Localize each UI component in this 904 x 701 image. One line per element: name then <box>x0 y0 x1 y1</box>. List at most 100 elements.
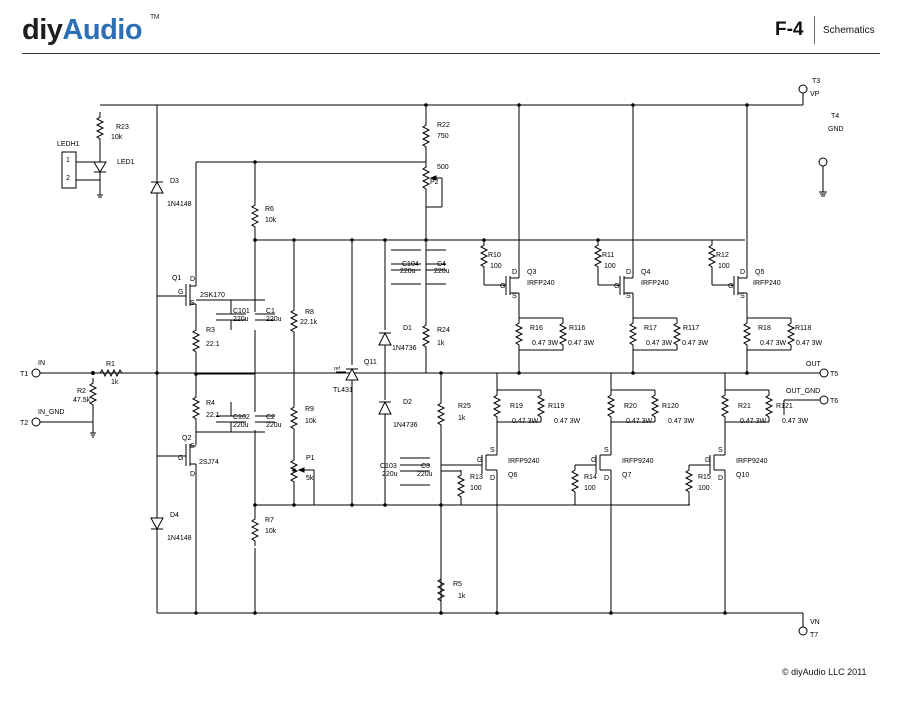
label-q7-drain: D <box>604 475 609 482</box>
label-r16: R16 <box>530 325 543 332</box>
label-out: OUT <box>806 361 822 368</box>
label-q4: Q4 <box>641 269 650 276</box>
label-r8: R8 <box>305 309 314 316</box>
label-q1-value: 2SK170 <box>200 292 225 299</box>
label-r19-value: 0.47 3W <box>512 418 538 425</box>
label-r16-value: 0.47 3W <box>532 340 558 347</box>
label-c4-value: 220u <box>434 268 450 275</box>
logo-diy: diy <box>22 14 63 46</box>
label-t3: T3 <box>812 78 820 85</box>
label-q2-value: 2SJ74 <box>199 459 219 466</box>
label-r4: R4 <box>206 400 215 407</box>
label-q3-drain: D <box>512 269 517 276</box>
label-vn: VN <box>810 619 820 626</box>
led-indicator <box>61 111 107 198</box>
bias-diodes <box>150 180 164 531</box>
label-r13-value: 100 <box>470 485 482 492</box>
label-r24-value: 1k <box>437 340 445 347</box>
copyright: © diyAudio LLC 2011 <box>782 667 867 677</box>
label-d2: D2 <box>403 399 412 406</box>
label-r3: R3 <box>206 327 215 334</box>
nfet-output-stage <box>480 239 795 373</box>
label-r10-value: 100 <box>490 263 502 270</box>
label-q2: Q2 <box>182 435 191 442</box>
label-q10-gate: G <box>705 457 710 464</box>
label-out-gnd: OUT_GND <box>786 388 820 395</box>
label-r120-value: 0.47 3W <box>668 418 694 425</box>
component-labels: T1 IN T2 IN_GND R1 1k R2 47.5k LEDH1 1 2… <box>20 78 844 639</box>
label-q3-source: S <box>512 293 517 300</box>
label-d3: D3 <box>170 178 179 185</box>
label-r120: R120 <box>662 403 679 410</box>
label-c1: C1 <box>266 308 275 315</box>
label-r117-value: 0.47 3W <box>682 340 708 347</box>
label-t7: T7 <box>810 632 818 639</box>
label-q5-gate: G <box>728 283 733 290</box>
label-q3-gate: G <box>500 283 505 290</box>
label-r5-value: 1k <box>458 593 466 600</box>
label-r5: R5 <box>453 581 462 588</box>
label-c4: C4 <box>437 261 446 268</box>
junction-dots <box>155 103 749 615</box>
label-q6-drain: D <box>490 475 495 482</box>
label-q1-gate: G <box>178 289 183 296</box>
label-r3-value: 22.1 <box>206 341 220 348</box>
label-r21-value: 0.47 3W <box>740 418 766 425</box>
label-r21: R21 <box>738 403 751 410</box>
label-r121: R121 <box>776 403 793 410</box>
label-r9: R9 <box>305 406 314 413</box>
label-q1: Q1 <box>172 275 181 282</box>
label-c2: C2 <box>266 414 275 421</box>
label-q10: Q10 <box>736 472 749 479</box>
label-q6: Q6 <box>508 472 517 479</box>
label-t2: T2 <box>20 420 28 427</box>
label-p1-value: 5k <box>306 475 314 482</box>
label-r18-value: 0.47 3W <box>760 340 786 347</box>
label-q7-gate: G <box>591 457 596 464</box>
label-vp: VP <box>810 91 820 98</box>
label-r11-value: 100 <box>604 263 616 270</box>
label-q10-source: S <box>718 447 723 454</box>
input-jfets <box>157 278 255 613</box>
label-d1-value: 1N4736 <box>392 345 417 352</box>
label-r8-value: 22.1k <box>300 319 318 326</box>
label-r23-value: 10k <box>111 134 123 141</box>
label-t6: T6 <box>830 398 838 405</box>
label-r1-value: 1k <box>111 379 119 386</box>
label-q2-gate: G <box>178 455 183 462</box>
label-r2-value: 47.5k <box>73 397 91 404</box>
label-r14: R14 <box>584 474 597 481</box>
label-r121-value: 0.47 3W <box>782 418 808 425</box>
label-q3-value: IRFP240 <box>527 280 555 287</box>
label-r119: R119 <box>548 403 564 410</box>
label-c101-value: 220u <box>233 316 249 323</box>
label-c103-value: 220u <box>382 471 398 478</box>
label-r17: R17 <box>644 325 657 332</box>
label-c2-value: 220u <box>266 422 282 429</box>
label-r1: R1 <box>106 361 115 368</box>
logo-trademark: TM <box>150 14 160 21</box>
label-r9-value: 10k <box>305 418 317 425</box>
label-r14-value: 100 <box>584 485 596 492</box>
label-q5-source: S <box>740 293 745 300</box>
label-led-pin2: 2 <box>66 175 70 182</box>
input-section <box>31 368 128 427</box>
label-q4-drain: D <box>626 269 631 276</box>
label-r118-value: 0.47 3W <box>796 340 822 347</box>
label-q6-value: IRFP9240 <box>508 458 540 465</box>
label-r7-value: 10k <box>265 528 277 535</box>
input-capacitors <box>196 299 275 433</box>
label-d4-value: 1N4148 <box>167 535 192 542</box>
label-r25-value: 1k <box>458 415 466 422</box>
label-d4: D4 <box>170 512 179 519</box>
label-r11: R11 <box>602 252 614 259</box>
label-r12: R12 <box>716 252 729 259</box>
label-c3: C3 <box>421 463 430 470</box>
label-r22: R22 <box>437 122 450 129</box>
label-q10-drain: D <box>718 475 723 482</box>
label-r22-value: 750 <box>437 133 449 140</box>
rail-wiring <box>40 92 827 627</box>
label-r20-value: 0.47 3W <box>626 418 652 425</box>
label-r25: R25 <box>458 403 471 410</box>
